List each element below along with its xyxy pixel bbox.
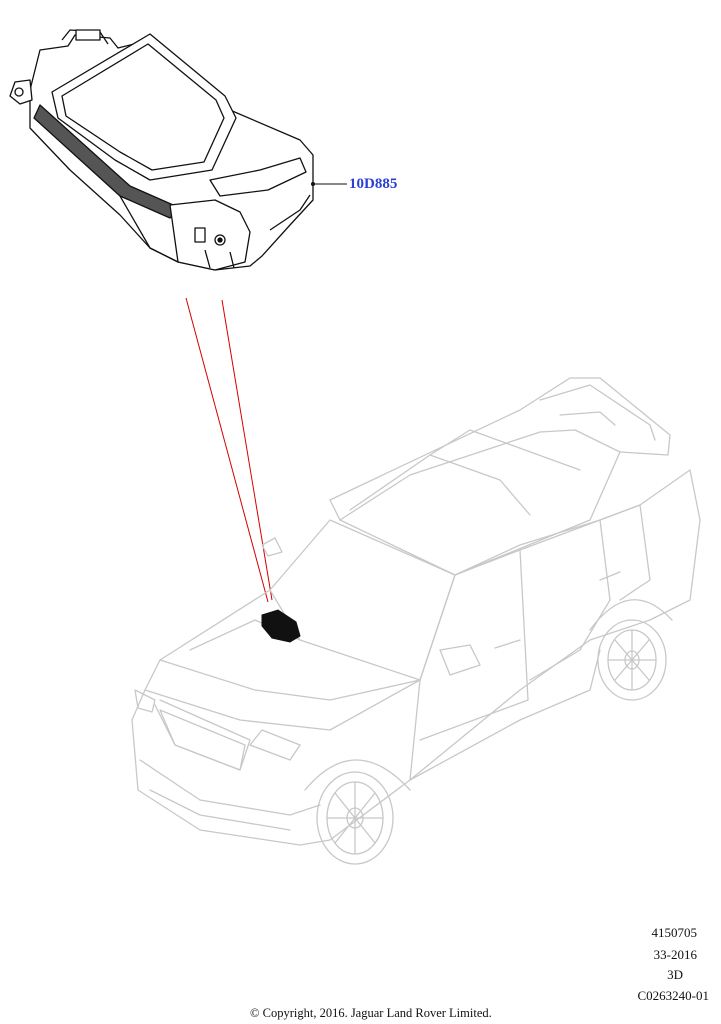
illustration-reference: C0263240-01 xyxy=(637,988,710,1003)
copyright-notice: © Copyright, 2016. Jaguar Land Rover Lim… xyxy=(250,1006,492,1020)
part-number-callout[interactable]: 10D885 xyxy=(349,176,398,192)
illustration-view-type: 3D xyxy=(667,967,683,982)
illustration-id: 4150705 xyxy=(651,925,698,940)
locator-lines xyxy=(185,297,273,603)
control-module-drawing xyxy=(9,29,314,271)
part-location-marker xyxy=(261,609,301,643)
vehicle-outline-drawing xyxy=(131,377,701,865)
illustration-date-code: 33-2016 xyxy=(653,947,697,962)
